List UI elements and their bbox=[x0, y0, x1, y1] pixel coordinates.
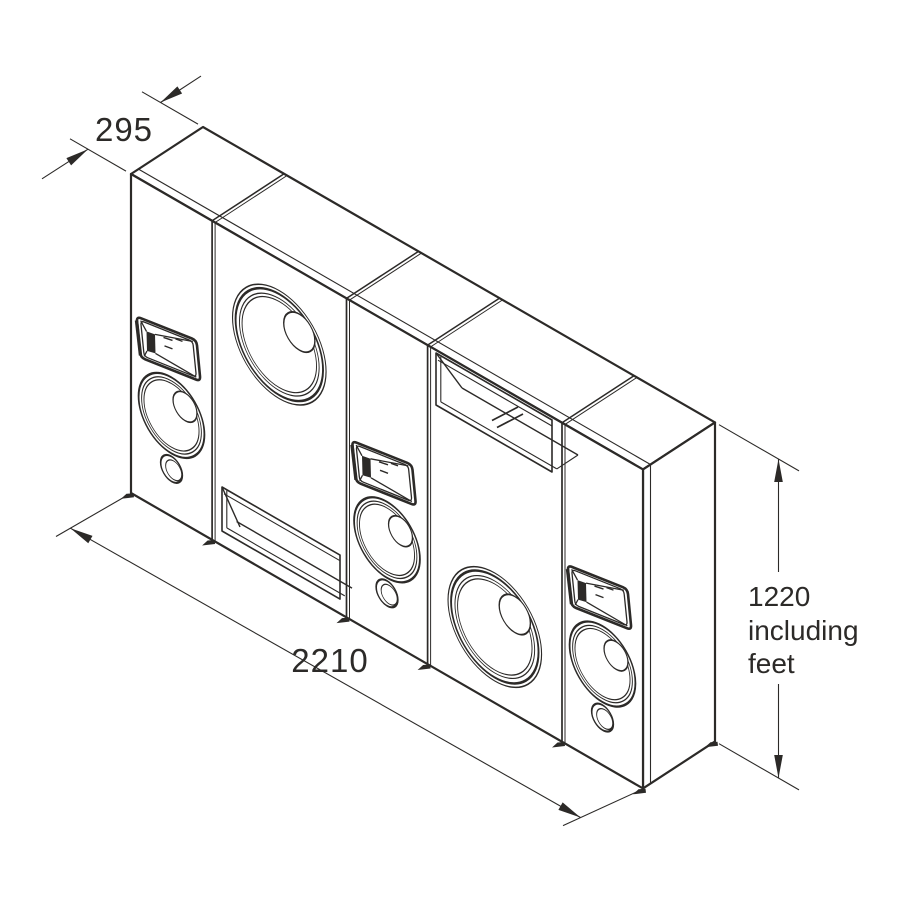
height-dimension-note-line1: including bbox=[748, 615, 859, 646]
height-dimension-note-line2: feet bbox=[748, 648, 795, 679]
height-dimension-value: 1220 bbox=[748, 581, 810, 612]
height-dimension: 1220 including feet bbox=[718, 424, 859, 791]
width-dimension: 2210 bbox=[55, 495, 644, 827]
cabinet-feet bbox=[121, 493, 718, 795]
cabinet-right-side-face bbox=[641, 421, 717, 790]
depth-dimension: 295 bbox=[41, 75, 202, 180]
depth-dimension-label: 295 bbox=[95, 111, 153, 148]
recessed-vent-slots bbox=[221, 352, 579, 600]
cabinet-joint-lines bbox=[211, 220, 566, 744]
speaker-drivers bbox=[134, 283, 637, 733]
